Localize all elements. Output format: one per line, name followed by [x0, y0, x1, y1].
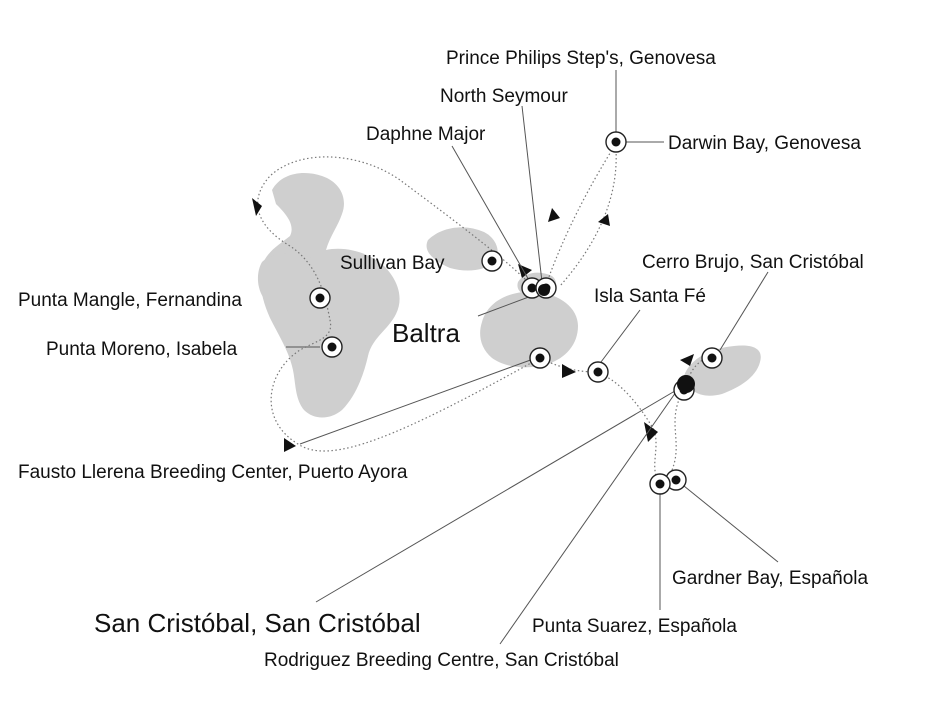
santiago-island	[426, 227, 498, 271]
route-arrow-icon	[680, 354, 694, 366]
label-san-cristobal-port: San Cristóbal, San Cristóbal	[94, 608, 421, 638]
stop-marker-icon	[321, 336, 343, 358]
route-arrow-icon	[548, 208, 560, 222]
stop-marker-icon	[701, 347, 723, 369]
stop-marker-icon	[309, 287, 331, 309]
san-cristobal-island	[684, 345, 761, 396]
label-punta-moreno: Punta Moreno, Isabela	[46, 339, 238, 360]
label-north-seymour: North Seymour	[440, 86, 568, 107]
label-darwin-bay: Darwin Bay, Genovesa	[668, 133, 861, 154]
stop-marker-icon	[529, 347, 551, 369]
leader-isla-santa-fe	[597, 309, 641, 367]
port-marker-icon	[538, 284, 550, 296]
label-baltra-port: Baltra	[392, 318, 460, 348]
label-gardner-bay: Gardner Bay, Española	[672, 568, 869, 589]
stop-marker-icon	[649, 473, 671, 495]
label-daphne-major: Daphne Major	[366, 124, 486, 145]
stop-marker-icon	[665, 469, 687, 491]
leader-gardner-bay	[683, 485, 779, 563]
leader-rodriguez	[499, 391, 677, 645]
port-marker-icon	[677, 375, 695, 393]
label-punta-suarez: Punta Suarez, Española	[532, 616, 737, 637]
stop-marker-icon	[481, 250, 503, 272]
leader-san-cristobal-port	[315, 387, 681, 603]
leader-lines	[286, 70, 779, 645]
route-arrow-icon	[598, 214, 610, 226]
leader-fausto-llerena	[299, 357, 537, 445]
route-arrow-icon	[644, 422, 658, 442]
labels: Prince Philips Step's, Genovesa North Se…	[18, 48, 869, 671]
route-genovesa-back	[559, 149, 617, 287]
label-isla-santa-fe: Isla Santa Fé	[594, 286, 706, 307]
leader-cerro-brujo	[719, 271, 769, 351]
label-rodriguez: Rodriguez Breeding Centre, San Cristóbal	[264, 650, 619, 671]
route-genovesa-out	[544, 149, 613, 289]
port-markers	[538, 284, 695, 393]
leader-daphne-major	[451, 145, 531, 283]
route-arrow-icon	[252, 198, 262, 216]
label-punta-mangle: Punta Mangle, Fernandina	[18, 290, 242, 311]
fernandina-island	[257, 253, 325, 311]
route-espanola	[653, 429, 659, 481]
stop-marker-icon	[587, 361, 609, 383]
label-prince-philips: Prince Philips Step's, Genovesa	[446, 48, 716, 69]
route-arrow-icon	[284, 438, 296, 452]
leader-north-seymour	[521, 105, 543, 283]
label-sullivan-bay: Sullivan Bay	[340, 253, 445, 274]
route-arrow-icon	[562, 364, 576, 378]
label-fausto-llerena: Fausto Llerena Breeding Center, Puerto A…	[18, 462, 408, 483]
stop-marker-icon	[605, 131, 627, 153]
santa-cruz-island	[480, 291, 578, 368]
label-cerro-brujo: Cerro Brujo, San Cristóbal	[642, 252, 864, 273]
